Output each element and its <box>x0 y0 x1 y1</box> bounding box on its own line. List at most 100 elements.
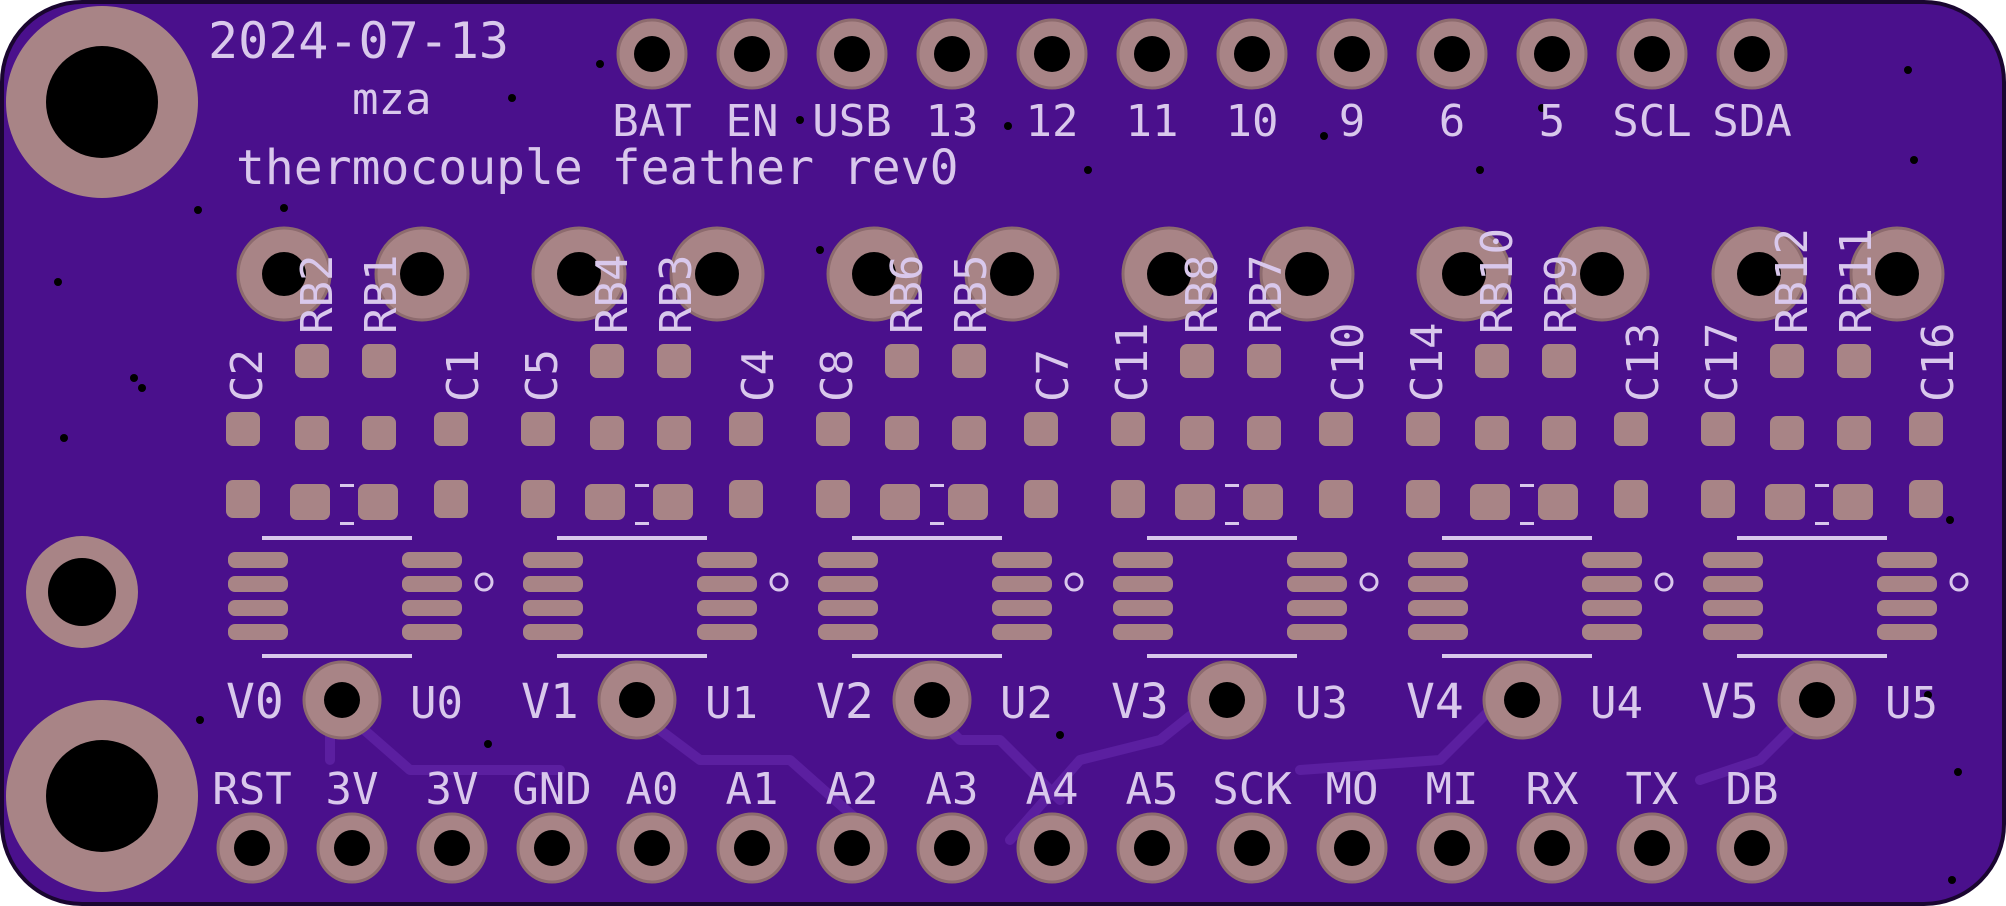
thermocouple-pad[interactable] <box>669 226 765 322</box>
thermocouple-pad[interactable] <box>826 226 922 322</box>
header-pin[interactable] <box>1616 812 1688 884</box>
smd-pad <box>885 344 919 378</box>
smd-pad <box>1024 480 1058 518</box>
pin1-marker <box>769 572 789 592</box>
smd-pad <box>295 416 329 450</box>
pin-label: BAT <box>612 96 691 147</box>
smd-pad <box>362 416 396 450</box>
signal-via[interactable] <box>1777 660 1857 740</box>
smd-pad <box>816 412 850 446</box>
smd-pad <box>1319 480 1353 518</box>
smd-pad <box>1408 624 1468 640</box>
smd-pad <box>1475 416 1509 450</box>
smd-pad <box>729 480 763 518</box>
thermocouple-pad[interactable] <box>1416 226 1512 322</box>
smd-pad <box>1909 412 1943 446</box>
thermocouple-pad[interactable] <box>1121 226 1217 322</box>
header-pin[interactable] <box>616 812 688 884</box>
smd-pad <box>880 484 920 520</box>
stitch-via <box>54 278 62 286</box>
header-pin[interactable] <box>716 18 788 90</box>
header-pin[interactable] <box>916 812 988 884</box>
header-pin[interactable] <box>516 812 588 884</box>
thermocouple-pad[interactable] <box>1849 226 1945 322</box>
pin-label: 9 <box>1339 96 1366 147</box>
signal-via[interactable] <box>302 660 382 740</box>
smd-pad <box>1582 552 1642 568</box>
smd-pad <box>657 416 691 450</box>
header-pin[interactable] <box>1016 18 1088 90</box>
smd-pad <box>1701 480 1735 518</box>
header-pin[interactable] <box>616 18 688 90</box>
header-pin[interactable] <box>1116 812 1188 884</box>
board-date: 2024-07-13 <box>208 12 509 70</box>
thermocouple-pad[interactable] <box>374 226 470 322</box>
header-pin[interactable] <box>1316 812 1388 884</box>
stitch-via <box>130 374 138 382</box>
smd-pad <box>1837 344 1871 378</box>
thermocouple-pad[interactable] <box>1711 226 1807 322</box>
stitch-via <box>1476 166 1484 174</box>
pin-label: GND <box>512 764 591 815</box>
smd-pad <box>1319 412 1353 446</box>
header-pin[interactable] <box>1316 18 1388 90</box>
thermocouple-pad[interactable] <box>1554 226 1650 322</box>
thermocouple-pad[interactable] <box>236 226 332 322</box>
stitch-via <box>1320 132 1328 140</box>
header-pin[interactable] <box>816 18 888 90</box>
header-pin[interactable] <box>316 812 388 884</box>
component-label: C4 <box>733 349 784 402</box>
stitch-via <box>1904 66 1912 74</box>
pin1-marker <box>1064 572 1084 592</box>
header-pin[interactable] <box>1616 18 1688 90</box>
header-pin[interactable] <box>1416 18 1488 90</box>
header-pin[interactable] <box>1416 812 1488 884</box>
header-pin[interactable] <box>1216 812 1288 884</box>
component-label: RB2 <box>292 255 343 334</box>
signal-via[interactable] <box>597 660 677 740</box>
smd-pad <box>1703 624 1763 640</box>
component-label: RB12 <box>1767 228 1818 334</box>
header-pin[interactable] <box>1516 812 1588 884</box>
smd-pad <box>1113 624 1173 640</box>
header-pin[interactable] <box>416 812 488 884</box>
header-pin[interactable] <box>1216 18 1288 90</box>
pin1-marker <box>1654 572 1674 592</box>
smd-pad <box>818 576 878 592</box>
smd-pad <box>523 576 583 592</box>
pin-label: SCL <box>1612 96 1691 147</box>
stitch-via <box>196 716 204 724</box>
header-pin[interactable] <box>1016 812 1088 884</box>
header-pin[interactable] <box>1716 18 1788 90</box>
signal-via[interactable] <box>1187 660 1267 740</box>
signal-via[interactable] <box>892 660 972 740</box>
smd-pad <box>1542 416 1576 450</box>
signal-via[interactable] <box>1482 660 1562 740</box>
pin-label: 13 <box>926 96 979 147</box>
stitch-via <box>138 384 146 392</box>
thermocouple-pad[interactable] <box>1259 226 1355 322</box>
smd-pad <box>1287 600 1347 616</box>
thermocouple-pad[interactable] <box>964 226 1060 322</box>
smd-pad <box>1614 412 1648 446</box>
smd-pad <box>818 624 878 640</box>
pin-label: USB <box>812 96 891 147</box>
header-pin[interactable] <box>716 812 788 884</box>
smd-pad <box>1909 480 1943 518</box>
smd-pad <box>1470 484 1510 520</box>
header-pin[interactable] <box>1516 18 1588 90</box>
pin-label: RX <box>1526 764 1579 815</box>
smd-pad <box>402 624 462 640</box>
thermocouple-pad[interactable] <box>531 226 627 322</box>
smd-pad <box>657 344 691 378</box>
component-label: RB9 <box>1536 255 1587 334</box>
header-pin[interactable] <box>216 812 288 884</box>
pin-label: MO <box>1326 764 1379 815</box>
pin1-marker <box>474 572 494 592</box>
header-pin[interactable] <box>916 18 988 90</box>
smd-pad <box>1703 576 1763 592</box>
header-pin[interactable] <box>1716 812 1788 884</box>
header-pin[interactable] <box>1116 18 1188 90</box>
header-pin[interactable] <box>816 812 888 884</box>
